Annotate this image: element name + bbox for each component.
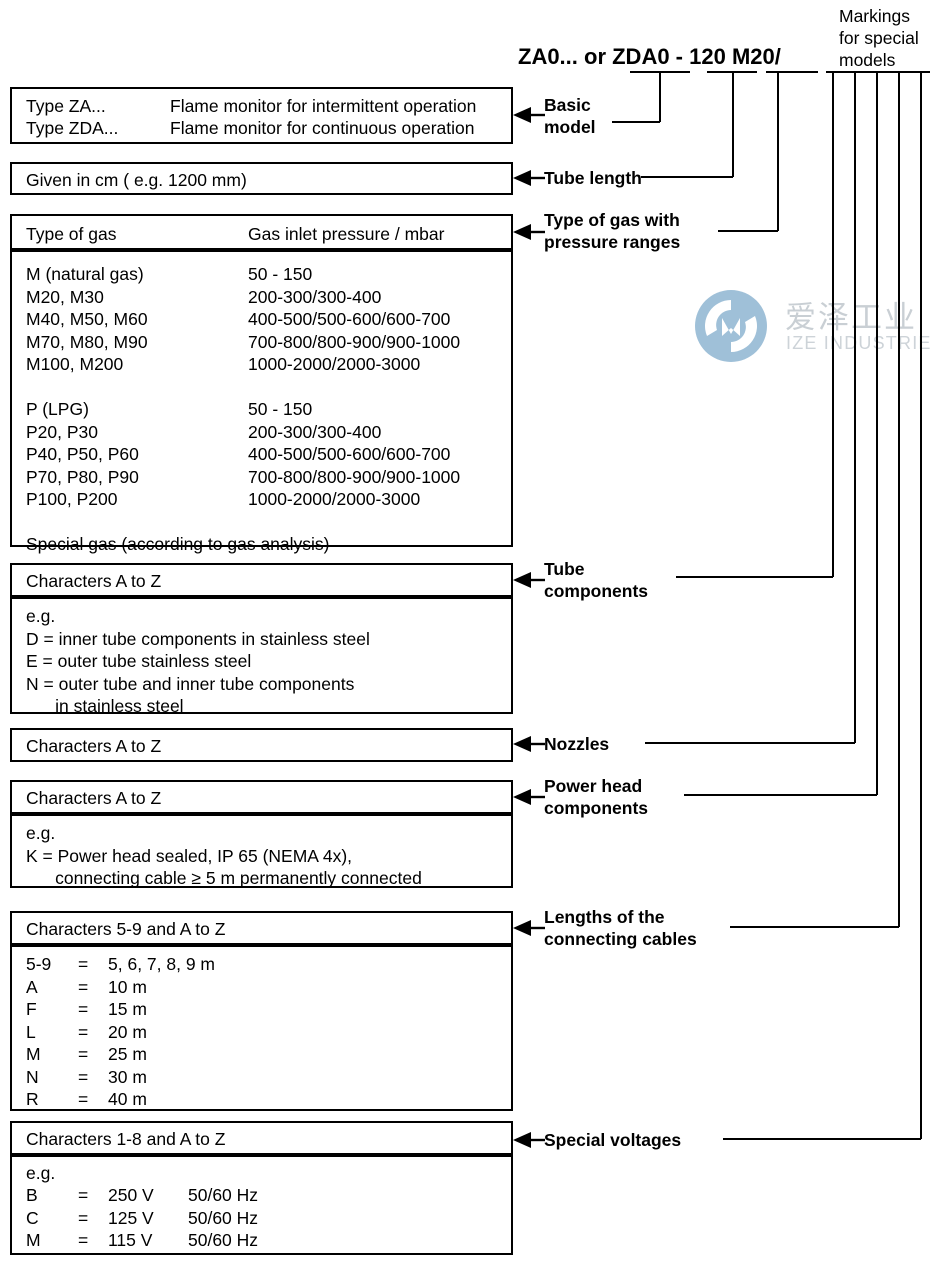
watermark-cn-text: 爱泽工业 — [785, 300, 917, 336]
cable-lengths-eq-col: = = = = = = = — [78, 954, 89, 1109]
model-code-line: ZA0... or ZDA0 - 120 M20/ — [518, 44, 781, 69]
box-special-voltages-body: e.g. B C M = = = 250 V 125 V 115 V 50/60… — [10, 1155, 513, 1255]
watermark-logo-icon — [695, 290, 767, 362]
special-voltages-chars: Characters 1-8 and A to Z — [26, 1129, 226, 1149]
basic-model-row2-desc: Flame monitor for continuous operation — [170, 118, 475, 138]
box-gas-table: M (natural gas) M20, M30 M40, M50, M60 M… — [10, 250, 513, 554]
basic-model-row1-desc: Flame monitor for intermittent operation — [170, 96, 477, 116]
callout-special-voltages: Special voltages — [544, 1130, 682, 1150]
basic-model-row2-type: Type ZDA... — [26, 118, 119, 138]
box-tube-components-header: Characters A to Z — [10, 563, 513, 597]
nozzles-chars: Characters A to Z — [26, 736, 162, 756]
box-cable-lengths-header: Characters 5-9 and A to Z — [10, 911, 513, 945]
tube-components-chars: Characters A to Z — [26, 571, 162, 591]
tube-components-examples: e.g. D = inner tube components in stainl… — [26, 606, 370, 716]
special-voltages-hz-col: 50/60 Hz 50/60 Hz 50/60 Hz — [188, 1185, 259, 1250]
callout-tube-components: Tube components — [544, 559, 649, 601]
box-power-head-header: Characters A to Z — [10, 780, 513, 814]
box-special-voltages-header: Characters 1-8 and A to Z — [10, 1121, 513, 1155]
tube-length-text: Given in cm ( e.g. 1200 mm) — [26, 170, 247, 190]
special-voltages-eq-col: = = = — [78, 1185, 89, 1250]
cable-lengths-char-col: 5-9 A F L M N R — [26, 954, 52, 1109]
callout-type-of-gas: Type of gas with pressure ranges — [544, 210, 681, 252]
box-gas-header: Type of gas Gas inlet pressure / mbar — [10, 214, 513, 250]
gas-table-col1: M (natural gas) M20, M30 M40, M50, M60 M… — [26, 264, 330, 554]
watermark-en-text: IZE INDUSTRIES — [786, 333, 930, 353]
box-power-head-body: e.g. K = Power head sealed, IP 65 (NEMA … — [10, 814, 513, 888]
callout-power-head-components: Power head components — [544, 776, 649, 818]
gas-table-col2: 50 - 150 200-300/300-400 400-500/500-600… — [248, 264, 461, 509]
cable-lengths-value-col: 5, 6, 7, 8, 9 m 10 m 15 m 20 m 25 m 30 m… — [108, 954, 215, 1109]
callout-tube-length: Tube length — [544, 168, 642, 188]
gas-header-col2: Gas inlet pressure / mbar — [248, 224, 445, 244]
box-tube-length: Given in cm ( e.g. 1200 mm) — [10, 162, 513, 195]
callout-nozzles: Nozzles — [544, 734, 610, 754]
power-head-examples: e.g. K = Power head sealed, IP 65 (NEMA … — [26, 823, 422, 888]
box-tube-components-body: e.g. D = inner tube components in stainl… — [10, 597, 513, 716]
cable-lengths-chars: Characters 5-9 and A to Z — [26, 919, 226, 939]
callout-basic-model: Basic model — [544, 95, 596, 137]
watermark: 爱泽工业 IZE INDUSTRIES — [695, 288, 930, 370]
box-basic-model: Type ZA... Flame monitor for intermitten… — [10, 87, 513, 144]
special-voltages-char-col: B C M — [26, 1185, 41, 1250]
box-nozzles-header: Characters A to Z — [10, 728, 513, 762]
basic-model-row1-type: Type ZA... — [26, 96, 106, 116]
markings-note: Markings for special models — [839, 6, 919, 70]
power-head-chars: Characters A to Z — [26, 788, 162, 808]
callout-arrow-shafts — [531, 113, 545, 1142]
special-voltages-eg: e.g. — [26, 1163, 56, 1183]
special-voltages-value-col: 250 V 125 V 115 V — [108, 1185, 154, 1250]
callout-cable-lengths: Lengths of the connecting cables — [544, 907, 697, 949]
box-cable-lengths-body: 5-9 A F L M N R = = = = = = = 5, 6, 7, 8… — [10, 945, 513, 1111]
gas-header-col1: Type of gas — [26, 224, 117, 244]
callout-arrowheads — [513, 107, 531, 1148]
